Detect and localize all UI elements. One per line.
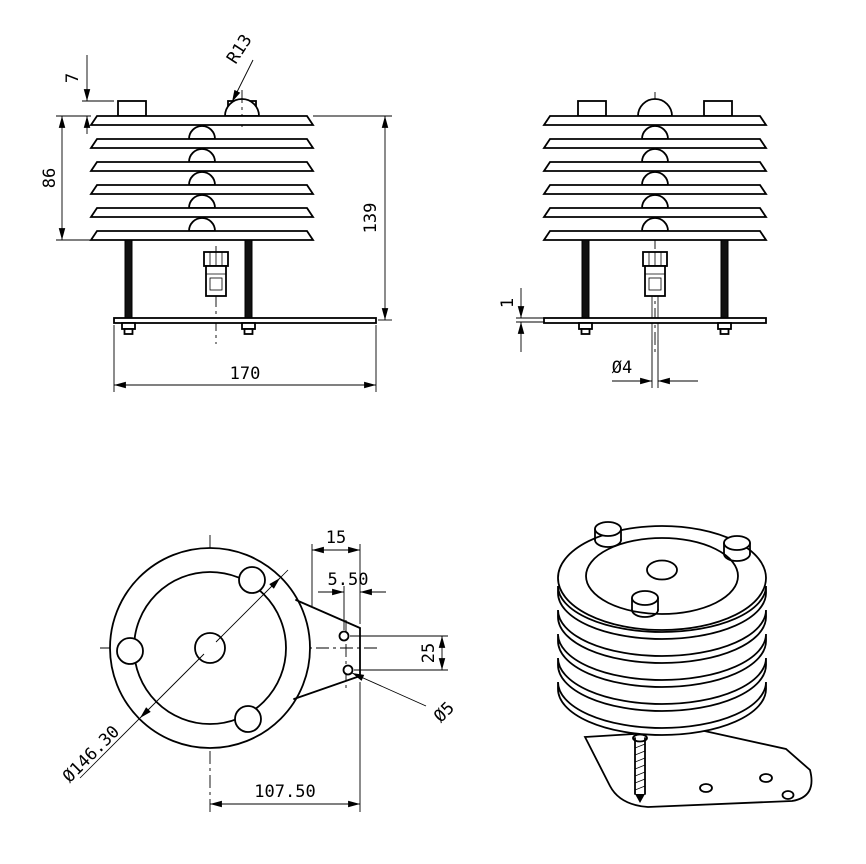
top-cap: [703, 100, 733, 117]
dimension-hole-spacing: 25: [350, 635, 448, 671]
sensor-connector: [642, 251, 668, 340]
leader-dome-radius: R13: [223, 31, 257, 103]
dimension-base-width: 170: [113, 325, 377, 392]
side-view: 1 Ø4: [498, 92, 768, 388]
dim-text-cap-height: 7: [63, 73, 83, 83]
mounting-leg: [581, 239, 590, 319]
dimension-cap-height: 7: [56, 55, 114, 134]
dim-text-hole-spacing: 25: [419, 643, 439, 663]
dim-text-plate-thickness: 1: [498, 298, 518, 308]
front-view: 7 86 139 170 R13: [40, 31, 392, 392]
dimension-cable-diameter: Ø4: [612, 340, 698, 388]
dim-text-hole-edge: 5.50: [328, 570, 369, 590]
mounting-bracket: [293, 599, 361, 700]
dimension-overall-height: 139: [313, 115, 392, 321]
cap-hole: [238, 566, 266, 594]
iso-top-cap: [594, 521, 622, 548]
bracket-hole: [699, 783, 713, 793]
dimension-hole-edge: 5.50: [318, 570, 386, 630]
dim-text-base-width: 170: [230, 364, 261, 384]
bottom-view: 15 5.50 25 Ø146.30 Ø5: [59, 528, 459, 815]
dim-text-bracket-hole: Ø5: [430, 698, 459, 727]
top-cap: [577, 100, 607, 117]
cap-hole: [234, 705, 262, 733]
dim-text-mount-offset: 107.50: [254, 782, 315, 802]
dimension-plate-thickness: 1: [498, 288, 544, 352]
leg-nut: [121, 322, 256, 335]
louver-stack: [542, 115, 768, 241]
dimension-bracket-edge: 15: [311, 528, 361, 624]
iso-bracket: [583, 729, 813, 808]
leader-bracket-hole: Ø5: [351, 672, 459, 727]
cap-hole: [116, 637, 144, 665]
sensor-connector: [203, 246, 229, 344]
base-plate: [543, 317, 767, 324]
dim-text-stack-height: 86: [40, 168, 60, 188]
dome: [637, 98, 673, 117]
dimension-mount-offset: 107.50: [210, 682, 361, 812]
dim-text-overall-height: 139: [361, 203, 381, 234]
dim-text-cable-diameter: Ø4: [612, 358, 632, 378]
bracket-hole: [338, 630, 350, 642]
dim-text-bracket-edge: 15: [326, 528, 346, 548]
iso-top-cap: [631, 590, 659, 618]
iso-top-cap: [723, 535, 751, 562]
mounting-leg: [720, 239, 729, 319]
bracket-hole: [759, 773, 773, 783]
mounting-leg: [244, 239, 253, 319]
iso-inner-circle: [585, 537, 739, 615]
bracket-hole: [781, 790, 795, 800]
iso-louver-stack: [557, 585, 767, 736]
bracket-hole: [342, 664, 354, 676]
louver-stack: [89, 115, 315, 241]
iso-center-hole: [646, 559, 678, 581]
top-cap: [117, 100, 147, 117]
mounting-leg: [124, 239, 133, 319]
isometric-view: [557, 521, 813, 808]
leg-nut: [578, 322, 732, 335]
dimension-stack-height: 86: [40, 116, 91, 241]
dim-text-outer-diameter: Ø146.30: [59, 722, 124, 787]
thread-stud: [632, 733, 648, 803]
